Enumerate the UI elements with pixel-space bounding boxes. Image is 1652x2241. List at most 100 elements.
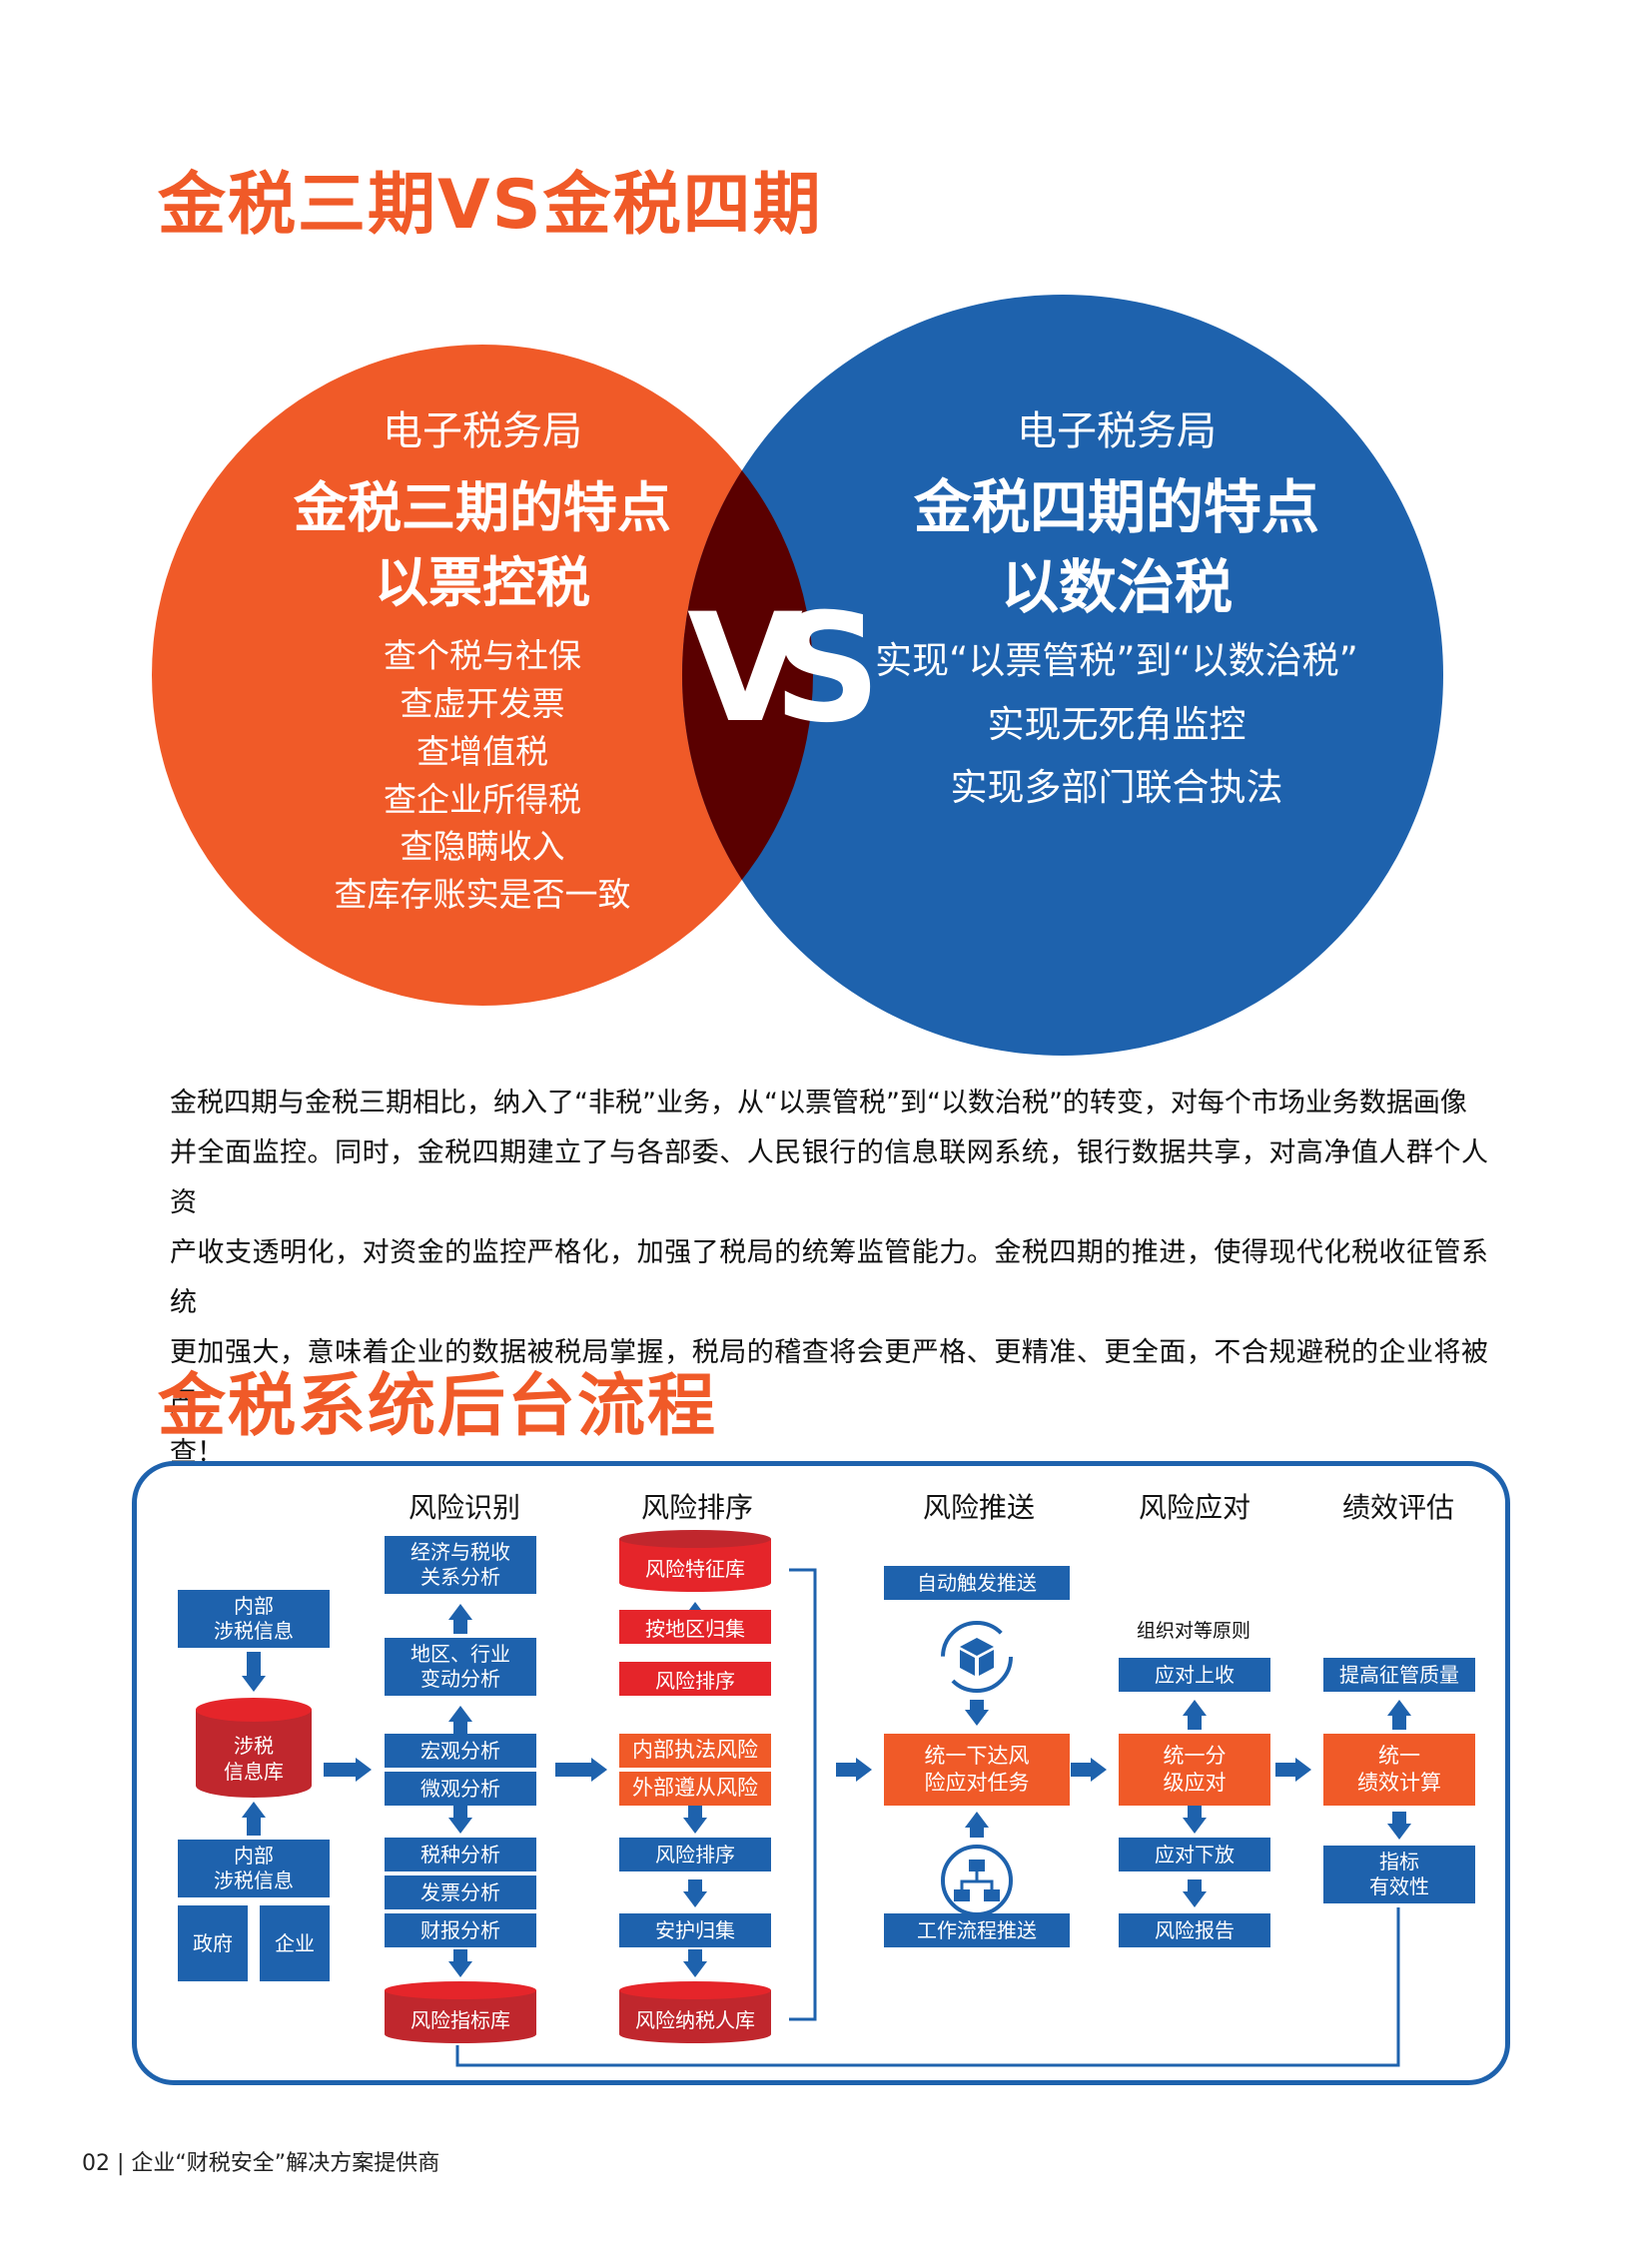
push-auto-trigger: 自动触发推送 xyxy=(884,1566,1070,1600)
risk-feature-database-label: 风险特征库 xyxy=(645,1557,745,1581)
risk-taxpayer-database-label: 风险纳税人库 xyxy=(635,2008,755,2032)
left-item: 查虚开发票 xyxy=(400,683,565,723)
right-circle-text: 电子税务局 金税四期的特点 以数治税 实现“以票管税”到“以数治税” 实现无死角… xyxy=(875,407,1358,820)
identify-micro: 微观分析 xyxy=(385,1772,536,1806)
arrow-down-icon xyxy=(1387,1812,1411,1840)
arrow-down-icon xyxy=(1183,1806,1207,1834)
risk-taxpayer-database: 风险纳税人库 xyxy=(619,1981,771,2043)
arrow-down-icon xyxy=(683,1806,707,1834)
arrow-right-icon xyxy=(555,1758,607,1782)
column-header-rank: 风险排序 xyxy=(640,1491,754,1524)
internal-tax-info-bottom: 内部 涉税信息 xyxy=(178,1840,330,1897)
left-item: 查隐瞒收入 xyxy=(400,827,565,867)
right-subtitle: 电子税务局 xyxy=(1017,408,1217,454)
tax-info-database-label: 涉税 信息库 xyxy=(224,1734,284,1784)
flow-frame xyxy=(132,1461,1510,2085)
identify-tax-type: 税种分析 xyxy=(385,1838,536,1871)
left-subtitle: 电子税务局 xyxy=(383,408,582,454)
database-icon xyxy=(619,1981,771,2043)
column-header-push: 风险推送 xyxy=(922,1491,1036,1524)
arrow-down-icon xyxy=(448,1949,472,1977)
right-item: 实现无死角监控 xyxy=(987,702,1246,746)
database-icon xyxy=(196,1698,312,1798)
cube-cycle-icon xyxy=(934,1614,1020,1700)
rank-collect: 安护归集 xyxy=(619,1913,771,1947)
respond-escalate: 应对上收 xyxy=(1119,1658,1270,1692)
rank-internal-enforcement-risk: 内部执法风险 xyxy=(619,1734,771,1768)
arrow-up-icon xyxy=(242,1802,266,1836)
right-circle xyxy=(682,295,1443,1056)
left-item-list: 查个税与社保 查虚开发票 查增值税 查企业所得税 查隐瞒收入 查库存账实是否一致 xyxy=(294,632,671,919)
identify-region-industry: 地区、行业 变动分析 xyxy=(385,1638,536,1696)
left-item: 查增值税 xyxy=(416,731,548,771)
arrow-up-icon xyxy=(448,1706,472,1736)
internal-tax-info-top: 内部 涉税信息 xyxy=(178,1590,330,1648)
left-circle-text: 电子税务局 金税三期的特点 以票控税 查个税与社保 查虚开发票 查增值税 查企业… xyxy=(294,407,671,919)
arrow-down-icon xyxy=(965,1700,989,1726)
respond-delegate: 应对下放 xyxy=(1119,1838,1270,1871)
right-title-line1: 金税四期的特点 xyxy=(913,473,1319,541)
column-header-respond: 风险应对 xyxy=(1138,1491,1251,1524)
arrow-right-icon xyxy=(324,1758,372,1782)
left-item: 查企业所得税 xyxy=(384,779,581,819)
vs-label: VS xyxy=(687,582,881,756)
database-icon xyxy=(385,1981,536,2043)
left-title-line1: 金税三期的特点 xyxy=(294,476,671,539)
right-item: 实现“以票管税”到“以数治税” xyxy=(875,639,1358,683)
evaluate-indicator-validity: 指标 有效性 xyxy=(1323,1846,1475,1903)
arrow-down-icon xyxy=(683,1879,707,1907)
rank-by-region: 按地区归集 xyxy=(619,1610,771,1644)
venn-diagram xyxy=(152,295,1443,1056)
risk-feature-database: 风险特征库 xyxy=(619,1530,771,1592)
left-item: 查库存账实是否一致 xyxy=(334,875,631,915)
evaluate-unified-calc: 统一 绩效计算 xyxy=(1323,1734,1475,1806)
arrow-up-icon xyxy=(448,1604,472,1634)
workflow-icon xyxy=(934,1838,1020,1923)
column-header-evaluate: 绩效评估 xyxy=(1341,1491,1455,1524)
identify-macro: 宏观分析 xyxy=(385,1734,536,1768)
section-title-compare: 金税三期VS金税四期 xyxy=(158,166,823,245)
push-workflow: 工作流程推送 xyxy=(884,1913,1070,1947)
rank-external-compliance-risk: 外部遵从风险 xyxy=(619,1772,771,1806)
arrow-down-icon xyxy=(683,1949,707,1977)
intro-paragraph: 金税四期与金税三期相比，纳入了“非税”业务，从“以票管税”到“以数治税”的转变，… xyxy=(170,1079,1488,1478)
arrow-up-icon xyxy=(965,1812,989,1838)
left-item: 查个税与社保 xyxy=(384,636,581,676)
paragraph-line: 产收支透明化，对资金的监控严格化，加强了税局的统筹监管能力。金税四期的推进，使得… xyxy=(170,1237,1488,1318)
respond-note: 组织对等原则 xyxy=(1137,1620,1251,1642)
left-circle xyxy=(152,345,813,1006)
arrow-down-icon xyxy=(242,1652,266,1692)
identify-economic-tax: 经济与税收 关系分析 xyxy=(385,1536,536,1594)
arrow-up-icon xyxy=(1183,1700,1207,1730)
push-unified-task: 统一下达风 险应对任务 xyxy=(884,1734,1070,1806)
tax-info-database: 涉税 信息库 xyxy=(196,1698,312,1798)
identify-financial-report: 财报分析 xyxy=(385,1913,536,1947)
feedback-line xyxy=(455,1907,1400,2067)
left-title-line2: 以票控税 xyxy=(375,550,590,614)
page-footer: 02 | 企业“财税安全”解决方案提供商 xyxy=(82,2151,440,2176)
arrow-down-icon xyxy=(1183,1879,1207,1907)
right-item-list: 实现“以票管税”到“以数治税” 实现无死角监控 实现多部门联合执法 xyxy=(875,629,1358,820)
rank-sort-top: 风险排序 xyxy=(619,1662,771,1696)
right-title-line2: 以数治税 xyxy=(1000,553,1233,622)
column-header-identify: 风险识别 xyxy=(408,1491,521,1524)
section-title-flow: 金税系统后台流程 xyxy=(158,1367,718,1446)
respond-unified-grading: 统一分 级应对 xyxy=(1119,1734,1270,1806)
rank-bracket-line xyxy=(789,1568,817,2021)
evaluate-improve-quality: 提高征管质量 xyxy=(1323,1658,1475,1692)
arrow-right-icon xyxy=(1071,1758,1107,1782)
risk-indicator-database: 风险指标库 xyxy=(385,1981,536,2043)
identify-invoice: 发票分析 xyxy=(385,1875,536,1909)
rank-sort-bottom: 风险排序 xyxy=(619,1838,771,1871)
database-icon xyxy=(619,1530,771,1592)
enterprise-box: 企业 xyxy=(260,1905,330,1981)
paragraph-line: 金税四期与金税三期相比，纳入了“非税”业务，从“以票管税”到“以数治税”的转变，… xyxy=(170,1088,1467,1119)
respond-report: 风险报告 xyxy=(1119,1913,1270,1947)
arrow-right-icon xyxy=(836,1758,872,1782)
arrow-up-icon xyxy=(1387,1700,1411,1730)
right-item: 实现多部门联合执法 xyxy=(950,766,1283,810)
arrow-right-icon xyxy=(1275,1758,1311,1782)
paragraph-line: 并全面监控。同时，金税四期建立了与各部委、人民银行的信息联网系统，银行数据共享，… xyxy=(170,1137,1488,1218)
